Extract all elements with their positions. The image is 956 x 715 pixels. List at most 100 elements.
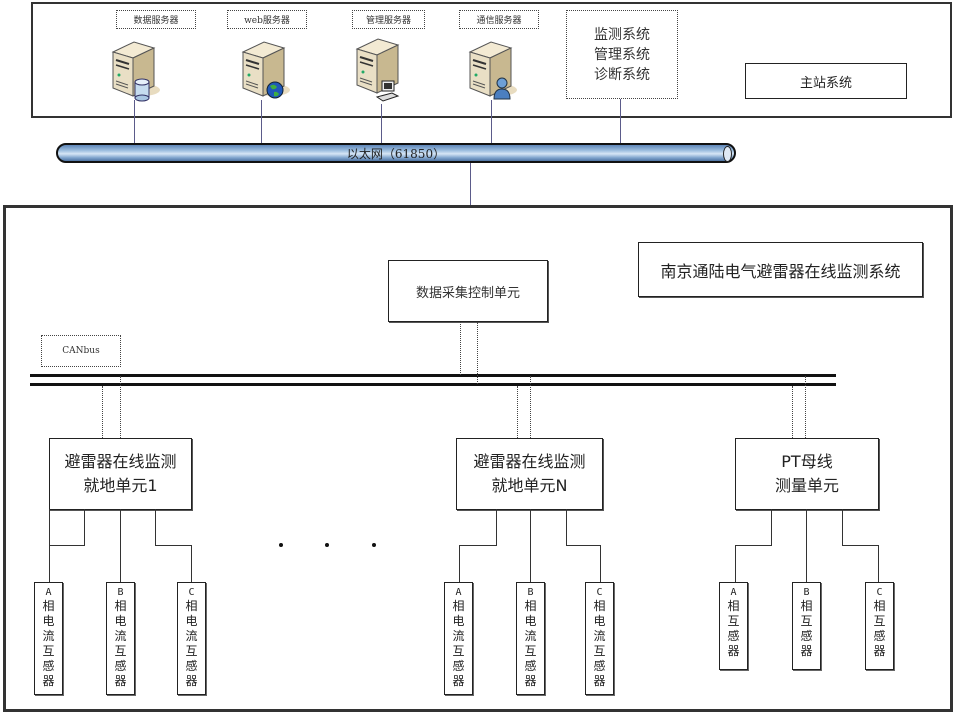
unit1-sensor-c: C 相 电 流 互 感 器 bbox=[177, 582, 206, 695]
sensor-char: 流 bbox=[114, 629, 127, 643]
unit1-branch-c-h bbox=[155, 545, 192, 546]
pt-branch-c-h bbox=[842, 545, 879, 546]
unit1-bus-link-2 bbox=[120, 376, 121, 438]
pt-sensor-b: B 相 互 感 器 bbox=[792, 582, 821, 670]
sensor-char: 互 bbox=[593, 644, 606, 658]
database-server-icon bbox=[111, 41, 160, 102]
canbus-line-upper bbox=[30, 374, 836, 377]
pt-sensor-c: C 相 互 感 器 bbox=[865, 582, 894, 670]
phase-label: A bbox=[455, 587, 462, 598]
phase-label: B bbox=[117, 587, 124, 598]
unitN-branch-a-v bbox=[496, 509, 497, 546]
sensor-char: 流 bbox=[593, 629, 606, 643]
sensor-char: 感 bbox=[800, 629, 813, 643]
phase-label: A bbox=[45, 587, 52, 598]
unit1-branch-c-v bbox=[155, 509, 156, 546]
dacu-bus-link-2 bbox=[477, 322, 478, 384]
communication-server-icon bbox=[468, 41, 517, 100]
canbus-line-lower bbox=[30, 383, 836, 386]
sensor-char: 感 bbox=[452, 659, 465, 673]
unitN-branch-a-h bbox=[459, 545, 497, 546]
sensor-char: 相 bbox=[185, 599, 198, 613]
unit-line-1: 避雷器在线监测 bbox=[473, 452, 586, 471]
web-server-icon bbox=[241, 41, 290, 99]
dacu-bus-link-1 bbox=[460, 322, 461, 375]
unit-line-1: 避雷器在线监测 bbox=[64, 452, 177, 471]
pt-branch-c-v bbox=[842, 509, 843, 546]
pt-branch-b bbox=[806, 509, 807, 583]
unit1-sensor-b: B 相 电 流 互 感 器 bbox=[106, 582, 135, 695]
sensor-char: 相 bbox=[524, 599, 537, 613]
sensor-char: 感 bbox=[185, 659, 198, 673]
sensor-char: 器 bbox=[873, 644, 886, 658]
phase-label: C bbox=[596, 587, 603, 598]
sensor-char: 流 bbox=[524, 629, 537, 643]
unit-line-2: 测量单元 bbox=[774, 476, 839, 495]
server-label-data: 数据服务器 bbox=[116, 10, 196, 29]
sensor-char: 相 bbox=[593, 599, 606, 613]
pt-branch-a-h bbox=[735, 545, 772, 546]
unitN-bus-link-2 bbox=[530, 376, 531, 438]
phase-label: B bbox=[803, 587, 810, 598]
pt-bus-measurement-unit: PT母线 测量单元 bbox=[735, 438, 879, 510]
local-unit-1: 避雷器在线监测 就地单元1 bbox=[49, 438, 192, 510]
pt-sensor-a: A 相 互 感 器 bbox=[719, 582, 748, 670]
sensor-char: 感 bbox=[593, 659, 606, 673]
sensor-char: 感 bbox=[524, 659, 537, 673]
phase-label: C bbox=[188, 587, 195, 598]
ellipsis-dot bbox=[372, 543, 376, 547]
server-label-web: web服务器 bbox=[227, 10, 307, 29]
sensor-char: 相 bbox=[727, 599, 740, 613]
master-station-title: 主站系统 bbox=[745, 63, 907, 99]
pt-branch-a-v2 bbox=[735, 545, 736, 583]
pt-branch-a-v bbox=[771, 509, 772, 546]
sensor-char: 电 bbox=[114, 614, 127, 628]
sensor-char: 电 bbox=[452, 614, 465, 628]
sensor-char: 互 bbox=[114, 644, 127, 658]
sensor-char: 感 bbox=[114, 659, 127, 673]
unit1-bus-link-1 bbox=[102, 386, 103, 438]
connector-web-server bbox=[261, 100, 262, 144]
unit-line-2: 就地单元N bbox=[491, 476, 568, 495]
sensor-char: 流 bbox=[42, 629, 55, 643]
sensor-char: 器 bbox=[114, 674, 127, 688]
sensor-char: 互 bbox=[452, 644, 465, 658]
unitN-branch-b bbox=[530, 509, 531, 583]
ethernet-bus: 以太网（61850） bbox=[56, 143, 736, 163]
sensor-char: 器 bbox=[524, 674, 537, 688]
unit1-branch-b bbox=[120, 509, 121, 583]
sensor-char: 相 bbox=[800, 599, 813, 613]
phase-label: A bbox=[730, 587, 737, 598]
sensor-char: 器 bbox=[452, 674, 465, 688]
sensor-char: 相 bbox=[452, 599, 465, 613]
system-title: 南京通陆电气避雷器在线监测系统 bbox=[638, 242, 923, 297]
connector-management-server bbox=[381, 104, 382, 144]
sensor-char: 相 bbox=[114, 599, 127, 613]
unitN-sensor-a: A 相 电 流 互 感 器 bbox=[444, 582, 473, 695]
unitN-sensor-b: B 相 电 流 互 感 器 bbox=[516, 582, 545, 695]
unit1-branch-a-h bbox=[49, 545, 85, 546]
ethernet-label: 以太网（61850） bbox=[346, 146, 446, 161]
canbus-label: CANbus bbox=[41, 335, 121, 367]
pipe-end-cap bbox=[723, 146, 732, 162]
unitN-branch-a-v2 bbox=[459, 545, 460, 583]
sensor-char: 互 bbox=[800, 614, 813, 628]
sensor-char: 电 bbox=[593, 614, 606, 628]
unit1-branch-a bbox=[49, 509, 85, 583]
server-label-management: 管理服务器 bbox=[352, 10, 425, 29]
data-acquisition-control-unit: 数据采集控制单元 bbox=[388, 260, 548, 322]
sensor-char: 电 bbox=[185, 614, 198, 628]
sensor-char: 器 bbox=[593, 674, 606, 688]
sensor-char: 电 bbox=[524, 614, 537, 628]
connector-communication-server bbox=[491, 100, 492, 144]
sensor-char: 互 bbox=[727, 614, 740, 628]
unitN-branch-c-v2 bbox=[600, 545, 601, 583]
sensor-char: 器 bbox=[800, 644, 813, 658]
pt-branch-c-v2 bbox=[878, 545, 879, 583]
unit-line-2: 就地单元1 bbox=[83, 476, 158, 495]
server-label-communication: 通信服务器 bbox=[459, 10, 539, 29]
sensor-char: 互 bbox=[42, 644, 55, 658]
ellipsis-dot bbox=[325, 543, 329, 547]
system-diagnosis: 诊断系统 bbox=[594, 66, 650, 83]
sensor-char: 感 bbox=[873, 629, 886, 643]
